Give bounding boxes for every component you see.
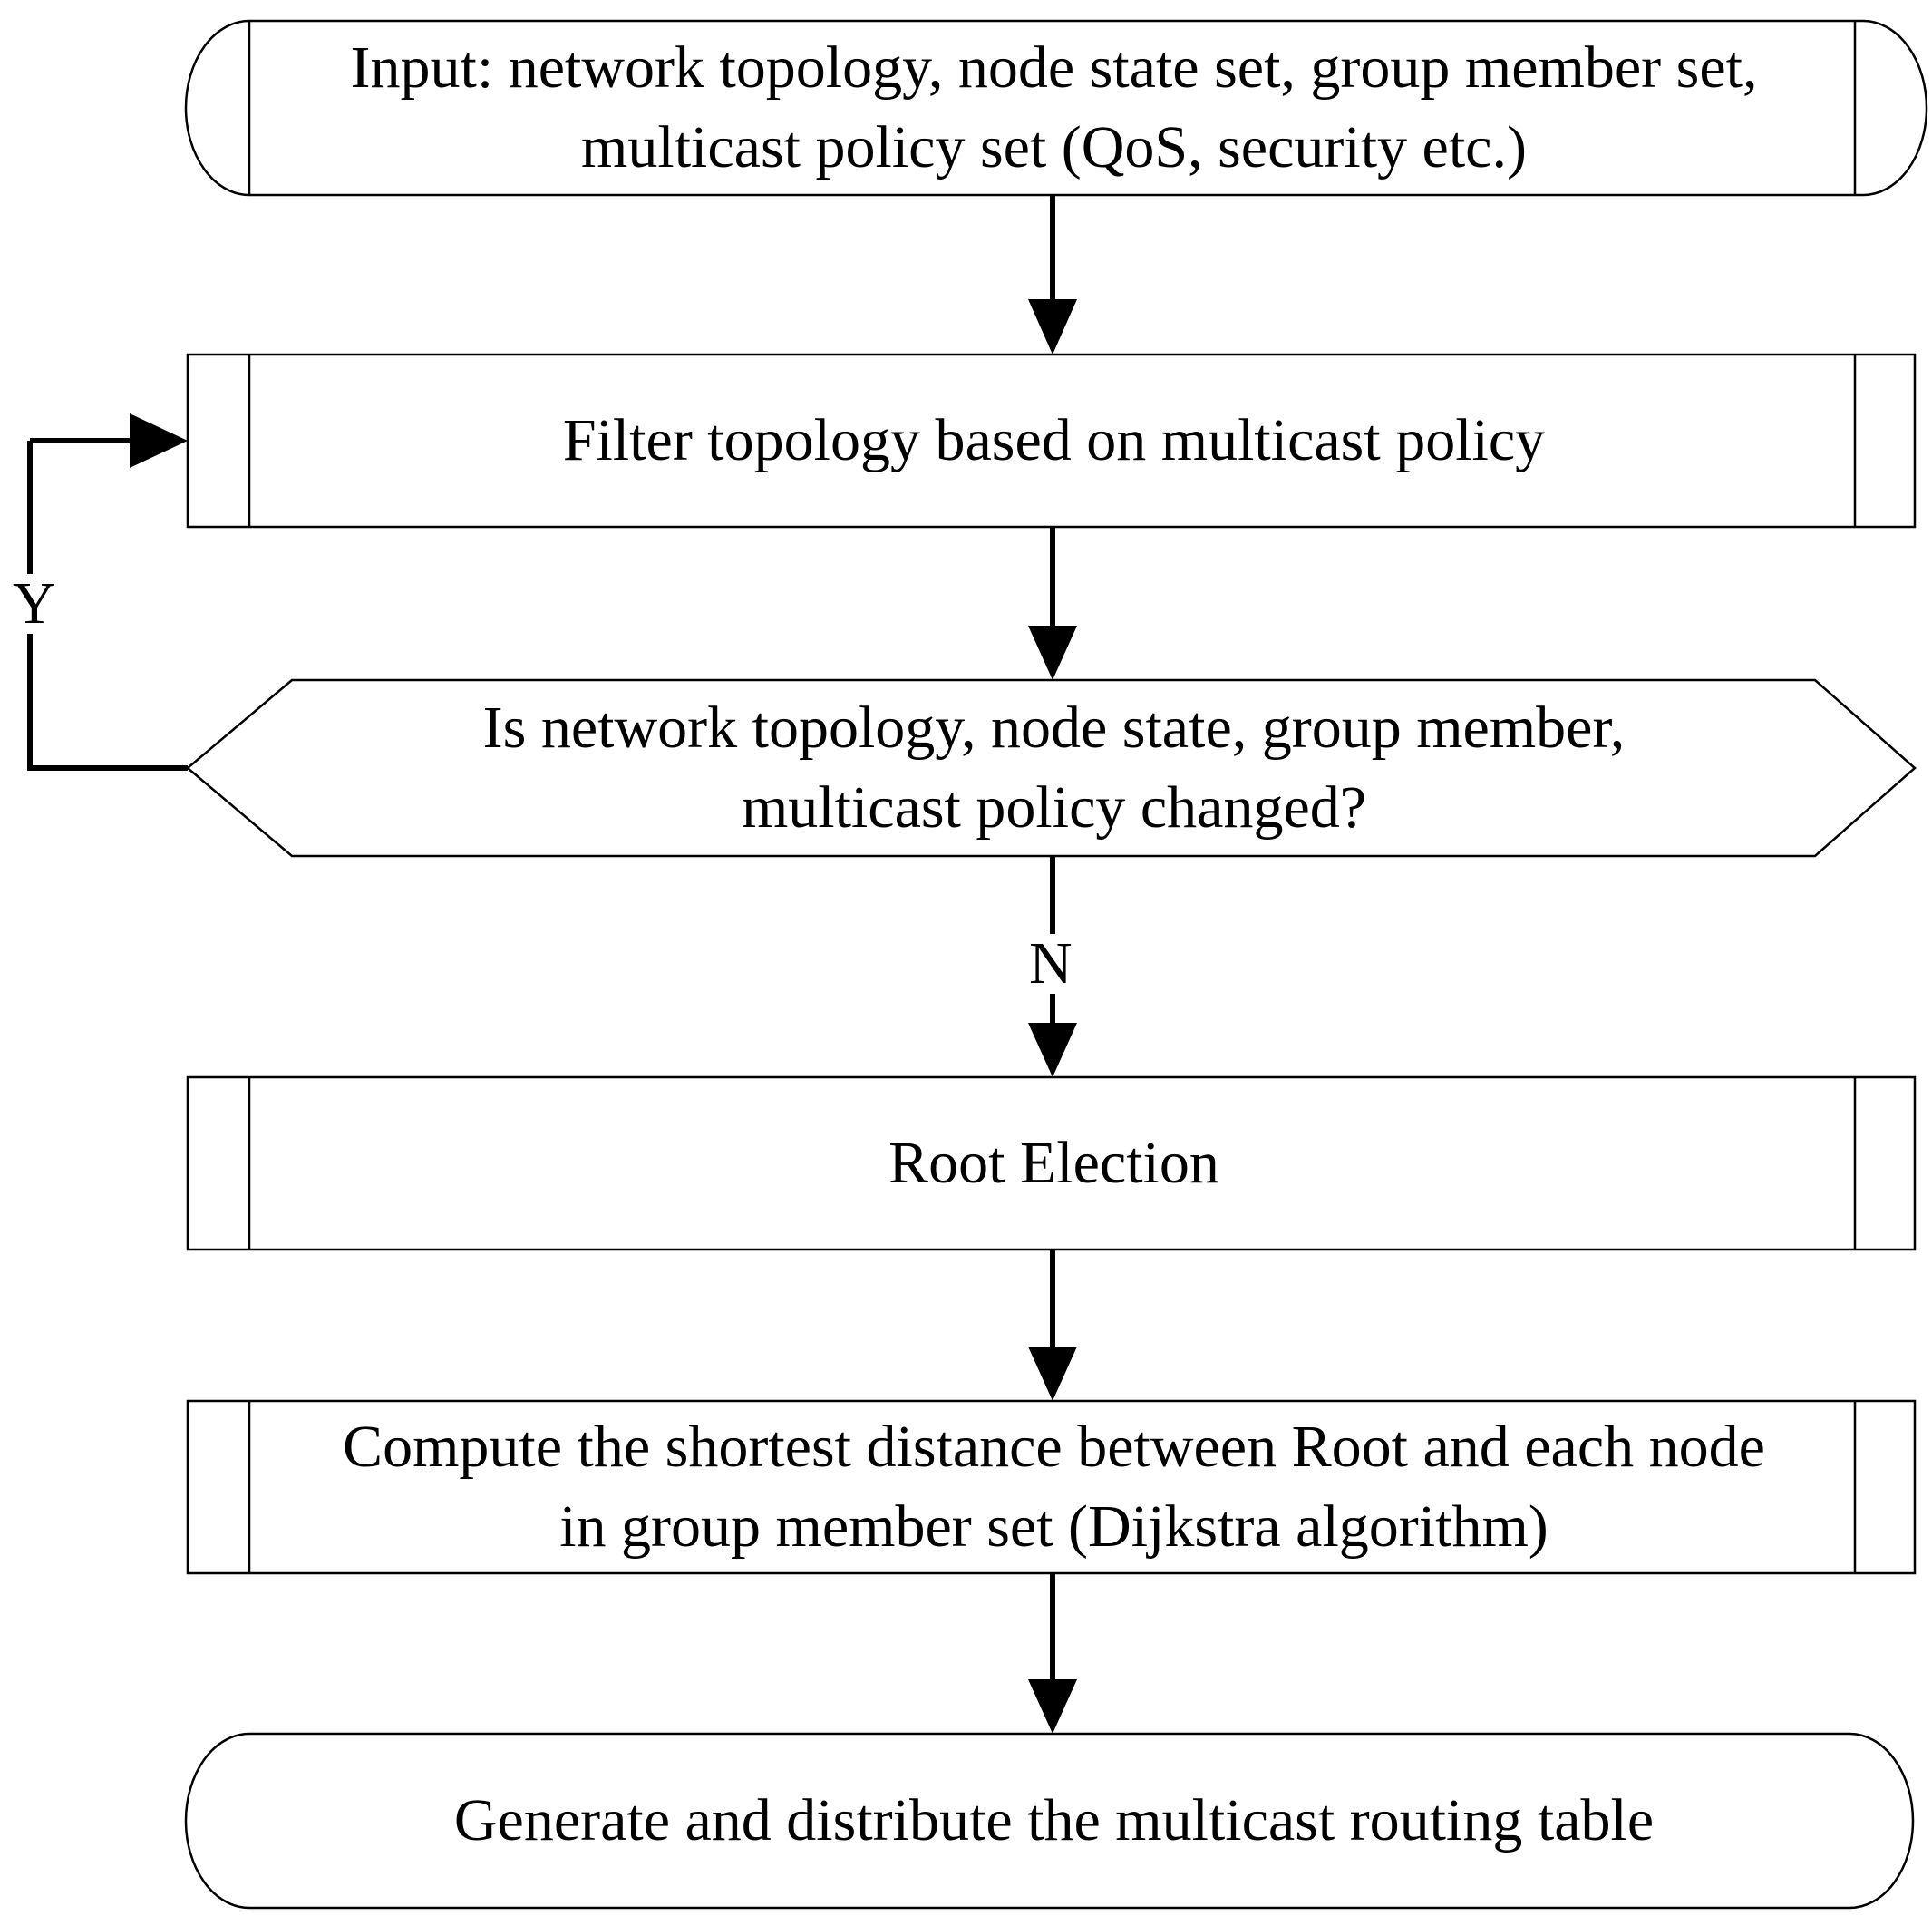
decision-node-label: Is network topology, node state, group m… xyxy=(482,695,1626,841)
compute-distance-box xyxy=(186,1399,1917,1575)
arrow-decision-yes-loop xyxy=(27,413,188,771)
root-election-box xyxy=(186,1075,1917,1251)
input-node-label: Input: network topology, node state set,… xyxy=(350,34,1758,180)
arrow-root-to-compute xyxy=(1028,1250,1077,1401)
arrow-filter-to-decision xyxy=(1028,527,1077,680)
no-edge-label: N xyxy=(1024,934,1078,994)
compute-node-label: Compute the shortest distance between Ro… xyxy=(343,1414,1765,1560)
input-terminator xyxy=(184,19,1928,197)
filter-node-label: Filter topology based on multicast polic… xyxy=(562,407,1546,473)
arrow-input-to-filter xyxy=(1028,195,1077,355)
root-election-label: Root Election xyxy=(888,1130,1219,1196)
output-terminator xyxy=(184,1732,1915,1910)
arrow-compute-to-output xyxy=(1028,1573,1077,1734)
filter-process-box xyxy=(186,353,1917,529)
yes-edge-label: Y xyxy=(7,574,62,634)
output-node-label: Generate and distribute the multicast ro… xyxy=(453,1787,1655,1853)
